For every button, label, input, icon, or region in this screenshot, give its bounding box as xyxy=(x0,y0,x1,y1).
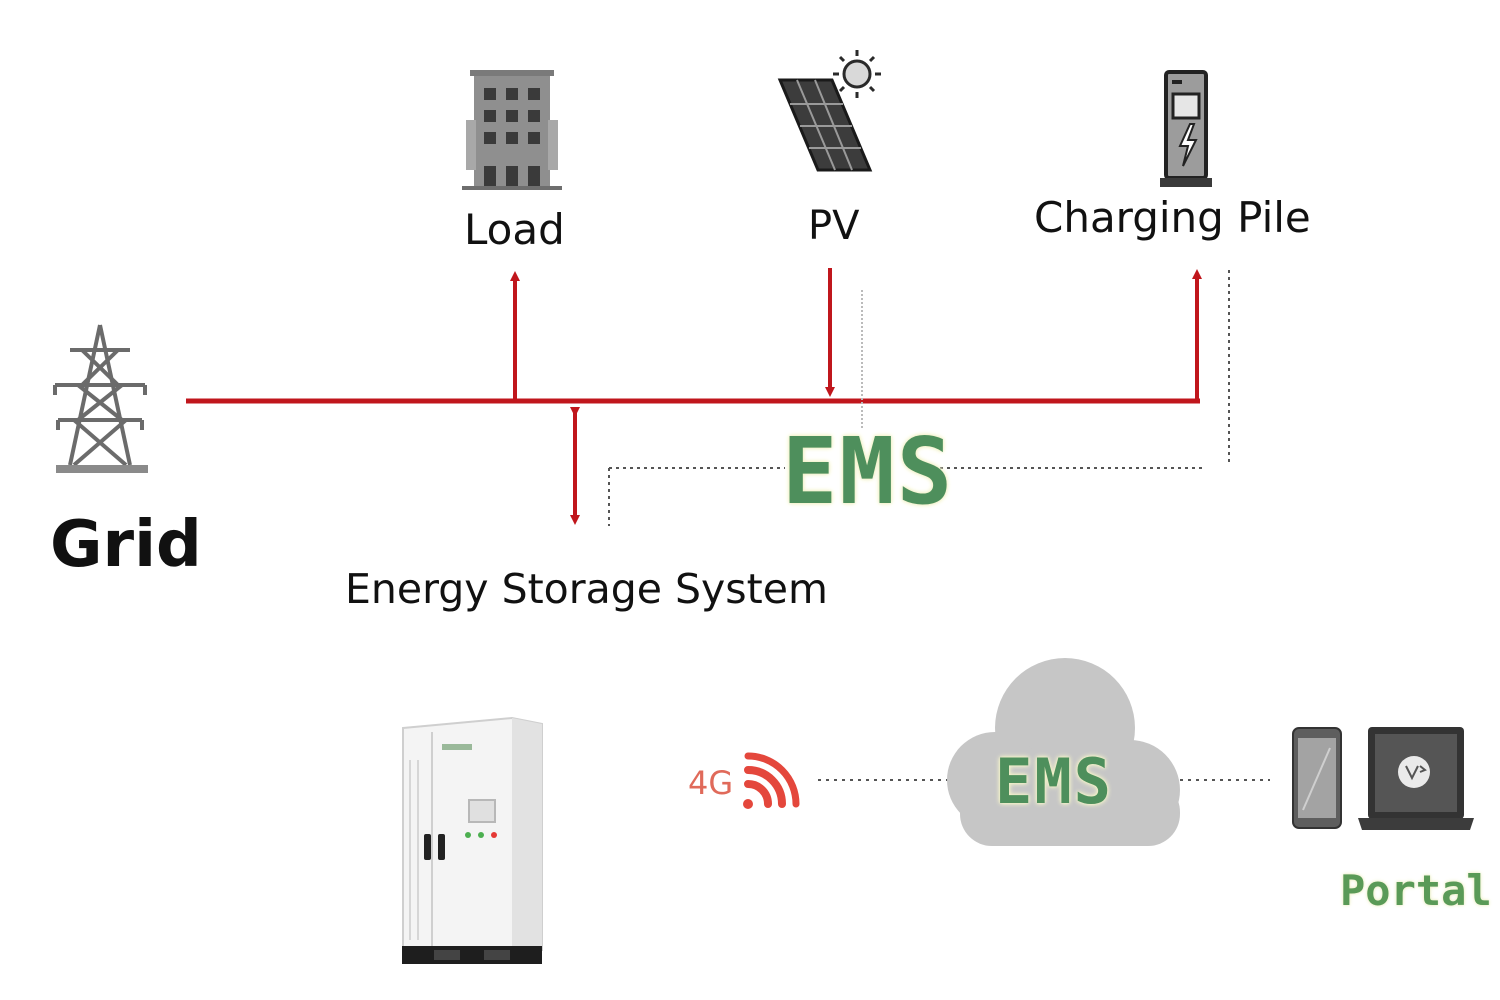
transmission-tower-icon xyxy=(53,324,148,473)
building-icon xyxy=(462,70,562,190)
power-lines xyxy=(186,268,1202,525)
portal-label: Portal xyxy=(1340,866,1492,915)
load-label: Load xyxy=(464,205,565,254)
ems-main-label: EMS xyxy=(782,418,955,525)
charging-pile-icon xyxy=(1160,70,1212,187)
battery-cabinet-icon xyxy=(402,716,543,964)
ems-cloud-label: EMS xyxy=(995,745,1113,818)
energy-storage-label: Energy Storage System xyxy=(345,565,828,613)
cloud-icon xyxy=(947,658,1180,846)
wifi-signal-icon xyxy=(743,752,800,809)
charging-pile-label: Charging Pile xyxy=(1034,193,1311,242)
grid-label: Grid xyxy=(50,508,202,582)
pv-label: PV xyxy=(808,203,860,249)
4g-label: 4G xyxy=(688,764,734,802)
sun-icon xyxy=(833,50,881,98)
laptop-icon xyxy=(1358,727,1474,830)
solar-panel-icon xyxy=(777,78,873,172)
ems-comm-lines xyxy=(608,270,1230,526)
smartphone-icon xyxy=(1292,727,1342,829)
